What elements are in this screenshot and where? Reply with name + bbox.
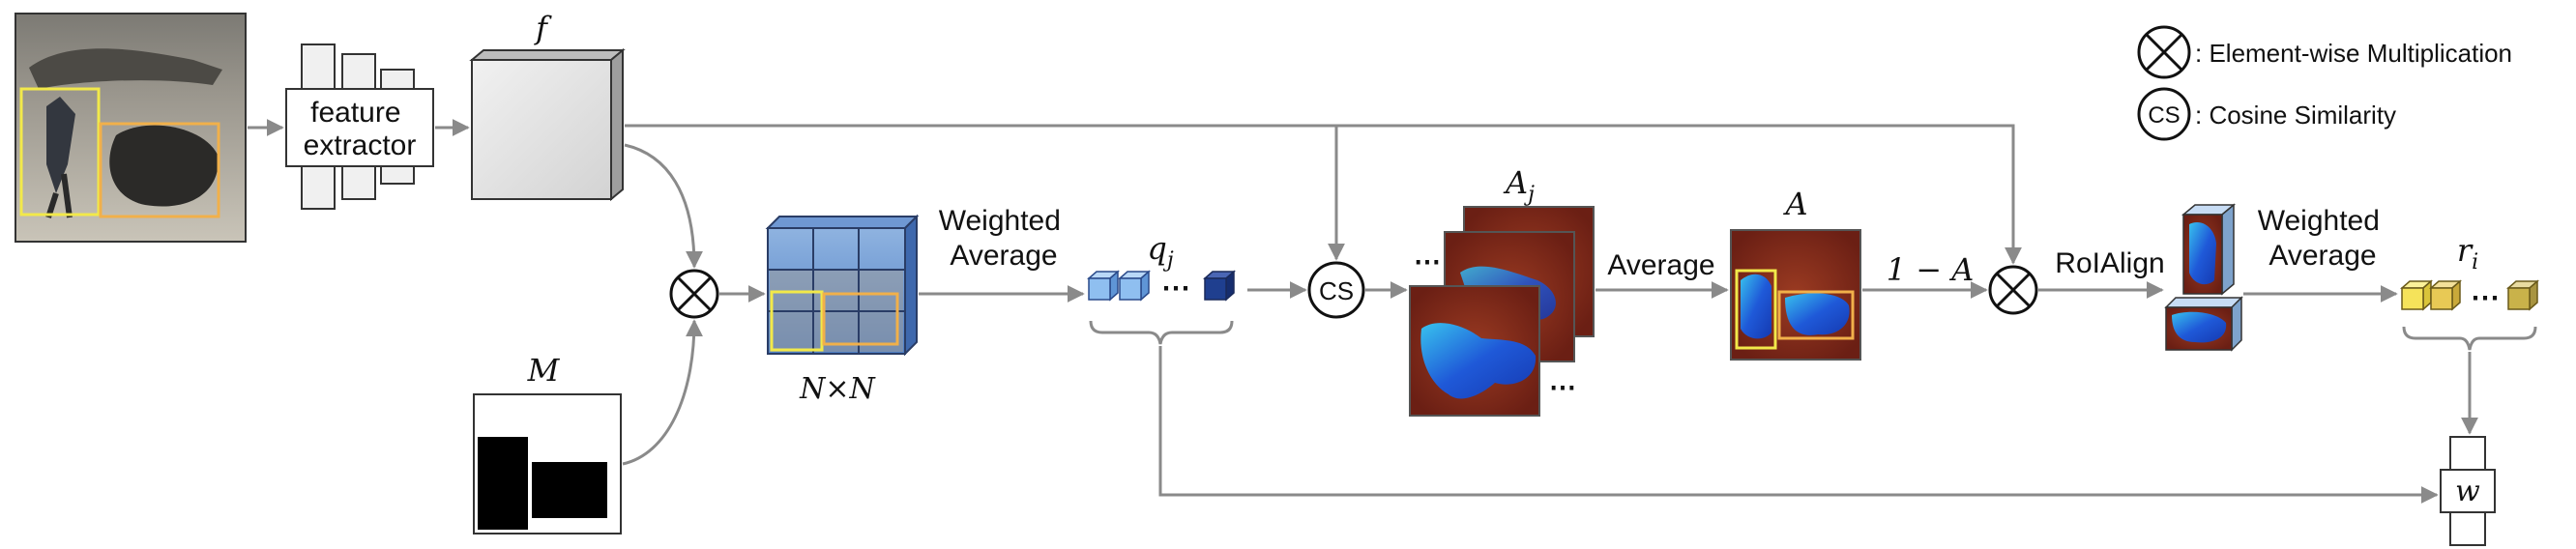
- ri-label: ri: [2457, 232, 2478, 274]
- aj-dots-top: ⋯: [1414, 246, 1441, 276]
- legend: : Element-wise Multiplication CS : Cosin…: [2137, 25, 2512, 141]
- mask-M: M: [473, 352, 622, 535]
- feature-map-f: f: [469, 10, 626, 202]
- feature-extractor-label: feature extractor: [304, 97, 417, 161]
- multiply-node-2: [1988, 265, 2038, 315]
- feature-extractor: feature extractor: [285, 43, 434, 210]
- patch-grid-NxN: N×N: [765, 214, 920, 406]
- weighted-average-label-2: Weighted Average: [2258, 205, 2388, 272]
- cs-node-label: CS: [1319, 276, 1354, 305]
- legend-cs-icon: CS: [2137, 87, 2191, 141]
- roi-vectors-ri: ⋯ ri: [2400, 232, 2539, 351]
- weighted-average-label-1: Weighted Average: [939, 205, 1069, 272]
- flow-arrows: [248, 119, 2478, 504]
- cosine-similarity-node: CS: [1307, 261, 1365, 319]
- Aj-label: Aj: [1503, 164, 1535, 207]
- attention-maps-Aj: ⋯ ⋯ Aj: [1409, 164, 1595, 417]
- w-label: w: [2455, 475, 2480, 508]
- M-label: M: [527, 352, 561, 389]
- multiply-node-1: [669, 269, 719, 319]
- query-vectors-qj: ⋯ qj: [1087, 230, 1236, 345]
- legend-cs-symbol: CS: [2148, 102, 2180, 129]
- r-dots: ⋯: [2471, 282, 2500, 314]
- aj-dots-bottom: ⋯: [1549, 372, 1576, 402]
- weight-w-node: w: [2440, 436, 2496, 546]
- one-minus-A-label: 1 − A: [1887, 251, 1975, 288]
- average-label: Average: [1607, 249, 1714, 281]
- legend-cosine-text: : Cosine Similarity: [2195, 101, 2396, 130]
- bbox-person: [19, 87, 101, 217]
- legend-multiplication-text: : Element-wise Multiplication: [2195, 39, 2512, 68]
- A-label: A: [1782, 186, 1807, 222]
- qj-label: qj: [1147, 230, 1173, 273]
- NxN-label: N×N: [799, 372, 876, 406]
- bbox-motorcycle: [99, 122, 220, 218]
- aggregated-attention-A: A: [1730, 186, 1861, 361]
- q-dots: ⋯: [1161, 273, 1190, 304]
- roi-features: [2164, 203, 2243, 352]
- input-image: [15, 13, 247, 243]
- f-label: f: [534, 10, 552, 46]
- legend-multiply-icon: [2137, 25, 2191, 79]
- roialign-label: RoIAlign: [2055, 247, 2164, 279]
